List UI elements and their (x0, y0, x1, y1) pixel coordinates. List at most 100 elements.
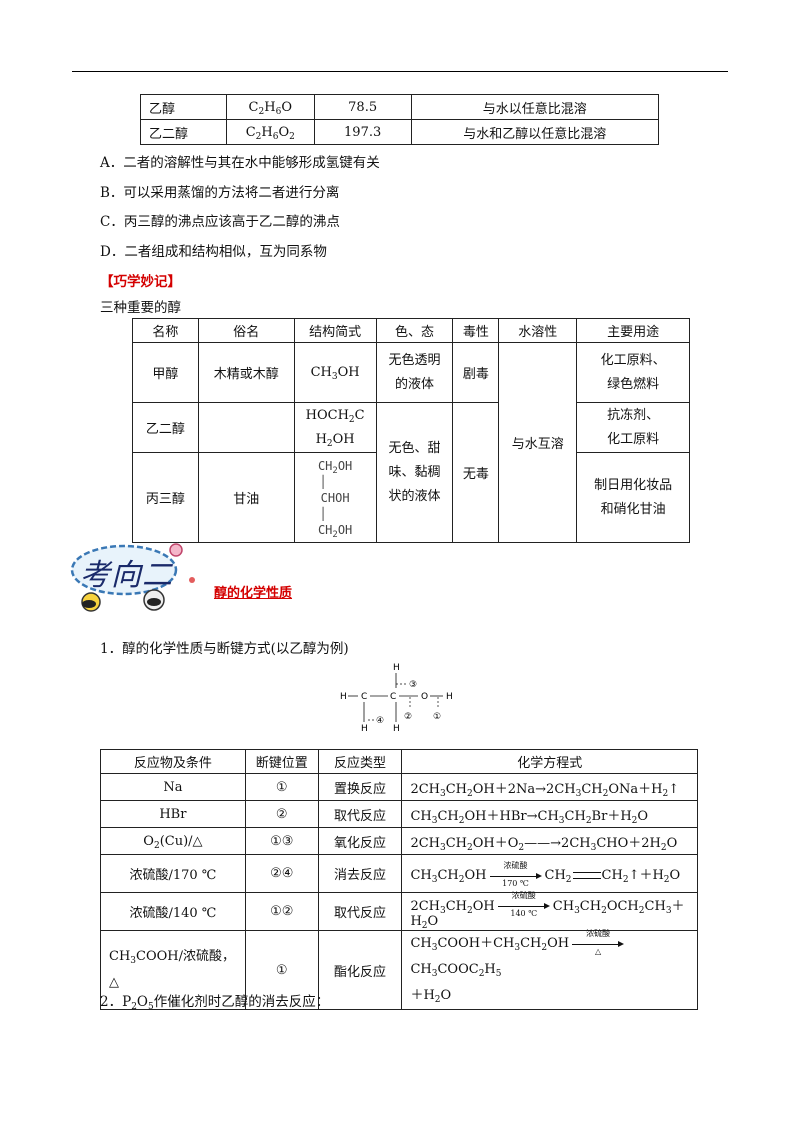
main-use: 抗冻剂、 化工原料 (576, 402, 690, 453)
alcohols-table: 名称 俗名 结构简式 色、态 毒性 水溶性 主要用途 甲醇 木精或木醇 CH3O… (132, 318, 690, 543)
cell-bp: 78.5 (313, 94, 412, 120)
alcohol-name: 乙二醇 (132, 402, 199, 453)
cell-formula: C2H6O (225, 94, 315, 120)
header-cell: 毒性 (452, 318, 500, 343)
cell-bp: 197.3 (313, 119, 412, 145)
equation: CH3CH2OH＋HBr→CH3CH2Br＋H2O (401, 800, 698, 828)
point-1: 1．醇的化学性质与断键方式(以乙醇为例) (100, 641, 349, 657)
alcohol-formula: HOCH2C H2OH (293, 402, 377, 453)
header-cell: 化学方程式 (401, 749, 698, 774)
alcohols-intro: 三种重要的醇 (100, 300, 181, 316)
header-cell: 反应物及条件 (100, 749, 246, 774)
bond-mark: ① (433, 712, 441, 722)
alcohol-common-name: 木精或木醇 (197, 342, 295, 403)
color-state: 无色、甜 味、黏稠 状的液体 (375, 402, 454, 543)
header-cell: 主要用途 (576, 318, 690, 343)
cell-formula: C2H6O2 (225, 119, 315, 145)
header-rule (72, 71, 728, 72)
table-header-row: 反应物及条件 断键位置 反应类型 化学方程式 (100, 749, 698, 774)
cell-name: 乙二醇 (140, 119, 227, 145)
alcohol-name: 甲醇 (132, 342, 199, 403)
reaction-type: 取代反应 (317, 892, 403, 931)
reagent: 浓硫酸/140 ℃ (100, 892, 246, 931)
tip-heading: 【巧学妙记】 (100, 274, 181, 290)
bond-position: ① (244, 930, 319, 1010)
reaction-table: 反应物及条件 断键位置 反应类型 化学方程式 Na ① 置换反应 2CH3CH2… (100, 749, 698, 1010)
option-a: A．二者的溶解性与其在水中能够形成氢键有关 (100, 155, 380, 171)
table-row: O2(Cu)/△ ①③ 氧化反应 2CH3CH2OH＋O2——→2CH3CHO＋… (100, 827, 698, 855)
bond-position: ② (244, 800, 319, 828)
alcohol-common-name (197, 402, 295, 453)
header-cell: 水溶性 (498, 318, 578, 343)
header-cell: 反应类型 (317, 749, 403, 774)
atom-h: H (361, 724, 368, 734)
header-cell: 俗名 (197, 318, 295, 343)
atom-o: O (421, 692, 428, 702)
alcohol-common-name: 甘油 (197, 452, 295, 543)
bond-mark: ② (404, 712, 412, 722)
cell-solubility: 与水以任意比混溶 (410, 94, 660, 120)
reagent: CH3COOH/浓硫酸， △ (100, 930, 246, 1010)
reagent: O2(Cu)/△ (100, 827, 246, 855)
table-row: 甲醇 木精或木醇 CH3OH 无色透明 的液体 剧毒 与水互溶 化工原料、 绿色… (132, 342, 690, 543)
reagent: 浓硫酸/170 ℃ (100, 854, 246, 893)
alcohol-name: 丙三醇 (132, 452, 199, 543)
atom-c: C (361, 692, 367, 702)
equation: 2CH3CH2OH＋2Na→2CH3CH2ONa＋H2↑ (401, 773, 698, 801)
table-row: 乙二醇 HOCH2C H2OH 无色、甜 味、黏稠 状的液体 无毒 抗冻剂、 化… (132, 402, 690, 543)
table-row: 丙三醇 甘油 CH2OH │ CHOH │ CH2OH 制日用化妆品 和硝化甘油 (132, 452, 690, 543)
table-row: 乙醇 C2H6O 78.5 与水以任意比混溶 (140, 94, 660, 120)
reaction-arrow: 浓硫酸△ (572, 929, 625, 956)
alcohol-formula: CH3OH (293, 342, 377, 403)
toxicity: 剧毒 (452, 342, 500, 403)
header-cell: 断键位置 (244, 749, 319, 774)
bond-position: ①② (244, 892, 319, 931)
ethanol-structure: H H C C O H H H ③ ④ ② ① (340, 663, 453, 734)
table-row: HBr ② 取代反应 CH3CH2OH＋HBr→CH3CH2Br＋H2O (100, 800, 698, 828)
cell-name: 乙醇 (140, 94, 227, 120)
boiling-point-table: 乙醇 C2H6O 78.5 与水以任意比混溶 乙二醇 C2H6O2 197.3 … (140, 94, 660, 145)
bond-position: ②④ (244, 854, 319, 893)
section-badge-label: 考向二 (80, 558, 173, 593)
cell-solubility: 与水和乙醇以任意比混溶 (410, 119, 660, 145)
atom-c: C (390, 692, 396, 702)
atom-h: H (393, 663, 400, 673)
bond-mark: ③ (409, 680, 417, 690)
reaction-type: 消去反应 (317, 854, 403, 893)
reaction-type: 氧化反应 (317, 827, 403, 855)
option-d: D．二者组成和结构相似，互为同系物 (100, 244, 327, 260)
toxicity: 无毒 (452, 402, 500, 543)
solubility: 与水互溶 (498, 342, 578, 543)
reaction-type: 酯化反应 (317, 930, 403, 1010)
section-badge-graphic (70, 543, 195, 612)
header-cell: 结构简式 (293, 318, 377, 343)
bond-position: ① (244, 773, 319, 801)
color-state: 无色透明 的液体 (375, 342, 454, 403)
reagent: Na (100, 773, 246, 801)
table-row: 乙二醇 C2H6O2 197.3 与水和乙醇以任意比混溶 (140, 119, 660, 145)
alcohol-formula: CH2OH │ CHOH │ CH2OH (293, 452, 377, 543)
bond-mark: ④ (376, 716, 384, 726)
section-title: 醇的化学性质 (214, 586, 293, 601)
header-cell: 名称 (132, 318, 199, 343)
option-b: B．可以采用蒸馏的方法将二者进行分离 (100, 185, 340, 201)
header-cell: 色、态 (375, 318, 454, 343)
main-use: 化工原料、 绿色燃料 (576, 342, 690, 403)
table-row: Na ① 置换反应 2CH3CH2OH＋2Na→2CH3CH2ONa＋H2↑ (100, 773, 698, 801)
bond-position: ①③ (244, 827, 319, 855)
reaction-type: 置换反应 (317, 773, 403, 801)
main-use: 制日用化妆品 和硝化甘油 (576, 452, 690, 543)
reagent: HBr (100, 800, 246, 828)
atom-h: H (340, 692, 347, 702)
option-c: C．丙三醇的沸点应该高于乙二醇的沸点 (100, 214, 340, 230)
point-2: 2．P2O5作催化剂时乙醇的消去反应： (100, 994, 330, 1012)
atom-h: H (393, 724, 400, 734)
